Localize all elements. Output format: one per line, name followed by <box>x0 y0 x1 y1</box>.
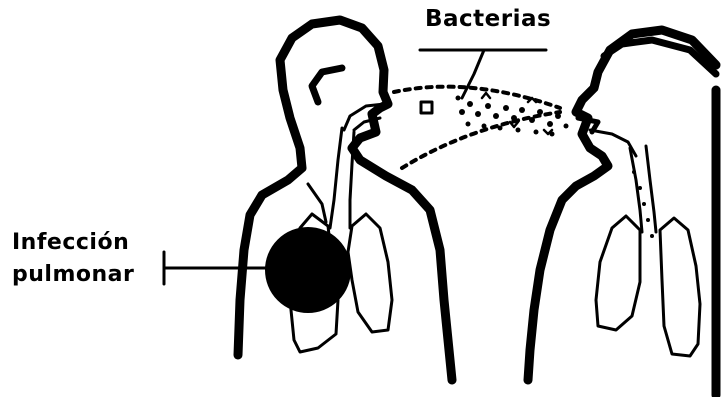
dotted-arc-upper <box>394 87 560 108</box>
infection-label-line2: pulmonar <box>12 262 134 287</box>
bacteria-leader-line <box>462 50 484 98</box>
receiving-person-right-lung <box>660 218 700 356</box>
infected-person-outline <box>238 20 452 380</box>
infection-callout <box>164 252 268 284</box>
receiving-person-trachea <box>630 146 656 232</box>
receiving-person <box>528 30 716 395</box>
infected-person-ear <box>312 68 342 102</box>
bacterium-square <box>421 102 432 113</box>
bacteria-label: Bacterias <box>425 6 551 32</box>
infection-label-line1: Infección <box>12 230 129 255</box>
infected-person-right-lung <box>348 214 392 332</box>
receiving-person-outline <box>528 30 716 380</box>
dotted-arc-lower <box>402 112 560 168</box>
lung-infection-mass <box>266 228 350 312</box>
receiving-person-left-lung <box>596 216 640 330</box>
bacteria-stream <box>394 87 569 168</box>
infected-person <box>238 20 452 380</box>
